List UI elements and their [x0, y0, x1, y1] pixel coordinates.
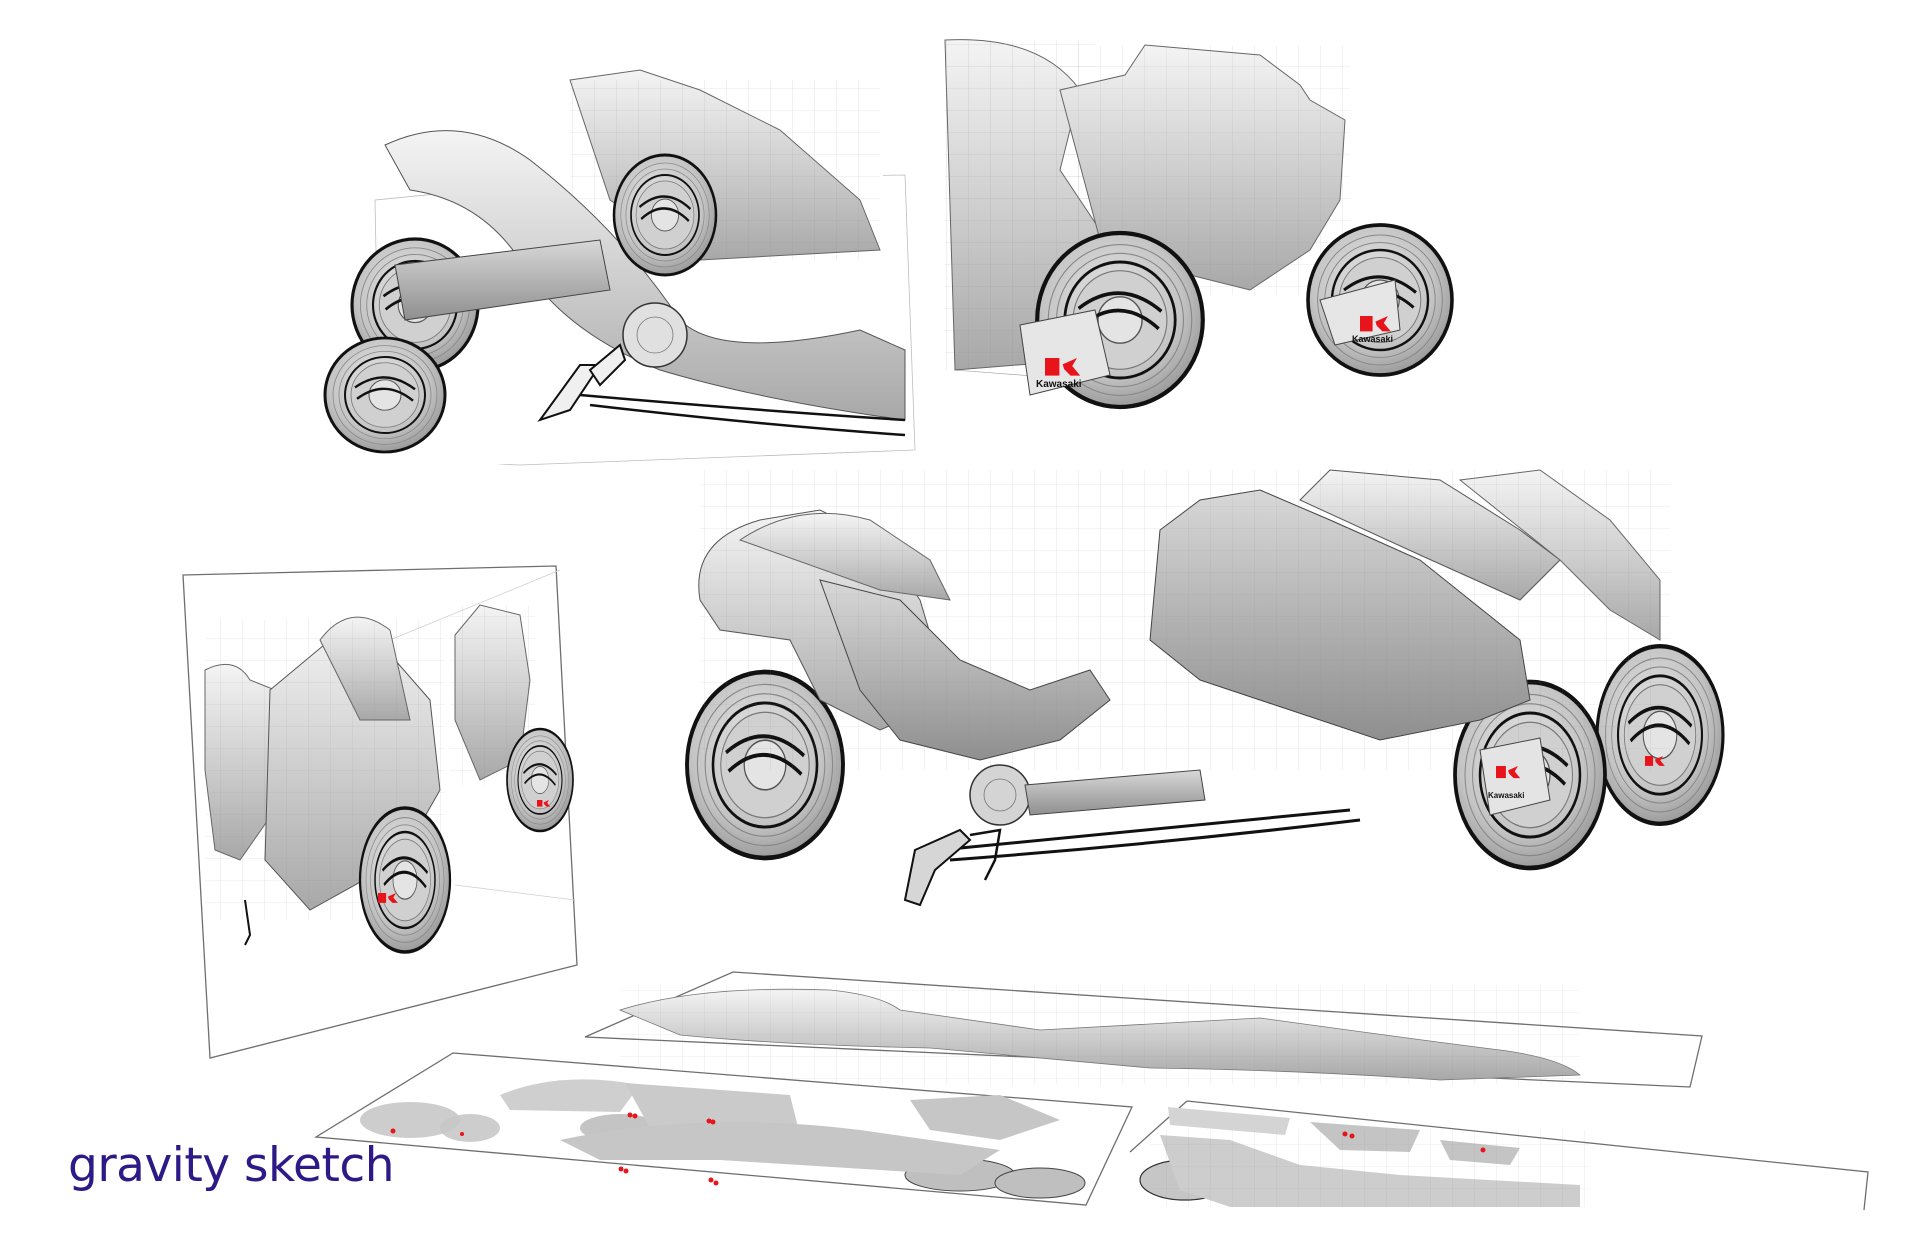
- panel-mid-left: [182, 565, 578, 1059]
- gravity-sketch-logo: gravity sketch: [68, 1138, 395, 1193]
- kawasaki-wordmark: Kawasaki: [1488, 791, 1524, 800]
- kawasaki-wordmark: Kawasaki: [1036, 379, 1082, 390]
- kawasaki-wordmark: Kawasaki: [1352, 334, 1393, 344]
- panel-plan-view-plane: [584, 971, 1703, 1088]
- panel-center-model: Kawasaki: [687, 469, 1723, 907]
- panel-top-right: Kawasaki Kawasaki: [944, 39, 1454, 407]
- panel-side-elevation-plane: [1129, 1100, 1869, 1211]
- panel-views-sheet-plane: [313, 1052, 1133, 1206]
- panel-top-left: [323, 60, 916, 470]
